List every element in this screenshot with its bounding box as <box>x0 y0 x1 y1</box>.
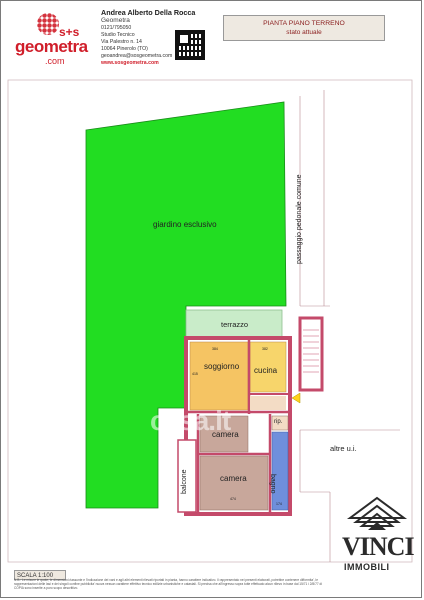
garden-label: giardino esclusivo <box>153 220 217 229</box>
terrace-label: terrazzo <box>221 320 249 329</box>
agency-name: VINCI <box>342 532 415 561</box>
logo-name: geometra <box>15 37 88 56</box>
header: s+s geometra .com Andrea Alberto Della R… <box>3 3 417 75</box>
logo-brand: s+s <box>59 25 80 39</box>
title-box: PIANTA PIANO TERRENO stato attuale <box>223 15 385 41</box>
bath-label: bagno <box>269 474 276 494</box>
agency-tagline: IMMOBILI <box>344 562 390 572</box>
contact-email: geoandrea@sosgeometra.com <box>101 53 173 59</box>
corridor <box>250 396 286 410</box>
apartment-walls <box>184 336 292 516</box>
contact-block: Andrea Alberto Della Rocca Geometra 0121… <box>101 8 211 67</box>
qr-code-icon <box>175 30 205 60</box>
entrance-arrow-icon <box>291 392 301 404</box>
disclaimer-note: N.B.: Le misure le quote, le dimensioni … <box>14 578 322 590</box>
watermark: casa.it <box>150 405 231 436</box>
kitchen-label: cucina <box>254 366 278 375</box>
living-room <box>189 341 249 411</box>
vinci-emblem-icon <box>346 496 408 530</box>
contact-website: www.sosgeometra.com <box>101 60 159 66</box>
contact-role: Geometra <box>101 17 130 24</box>
other-units-label: altre u.i. <box>330 444 357 453</box>
dim-kitchen-width: 382 <box>262 347 268 351</box>
storage-label: rip. <box>274 419 283 425</box>
walkway-label: passaggio pedonale comune <box>296 174 303 264</box>
sos-geometra-logo: s+s geometra .com <box>7 7 93 69</box>
contact-name: Andrea Alberto Della Rocca <box>101 8 196 17</box>
contact-office: Studio Tecnico <box>101 32 135 38</box>
contact-street: Via Palestro n. 14 <box>101 39 142 45</box>
bathroom <box>271 431 289 511</box>
terrace-area <box>185 309 283 339</box>
dim-living-width: 384 <box>212 347 218 351</box>
plan-title: PIANTA PIANO TERRENO <box>263 20 345 27</box>
bedroom-1-label: camera <box>212 430 239 439</box>
dim-living-height: 415 <box>192 372 198 376</box>
scale-box: SCALA 1:100 <box>14 570 66 580</box>
living-label: soggiorno <box>204 362 240 371</box>
vinci-logo: VINCI IMMOBILI <box>336 492 418 576</box>
logo-dots-icon <box>37 13 59 35</box>
bedroom-2-label: camera <box>220 474 247 483</box>
plan-subtitle: stato attuale <box>286 29 322 36</box>
logo-domain: .com <box>45 56 65 66</box>
property-boundary <box>7 79 413 563</box>
contact-phone: 0121/795050 <box>101 25 132 31</box>
contact-city: 10064 Pinerolo (TO) <box>101 46 148 52</box>
bedroom-2 <box>199 455 269 511</box>
balcony <box>177 439 197 513</box>
storage-room <box>271 415 289 431</box>
kitchen <box>249 341 287 393</box>
dim-bedroom-2-width: 474 <box>230 497 236 501</box>
balcony-label: balcone <box>181 469 188 494</box>
dim-bath-width: 174 <box>276 502 282 506</box>
bedroom-1 <box>199 415 249 453</box>
